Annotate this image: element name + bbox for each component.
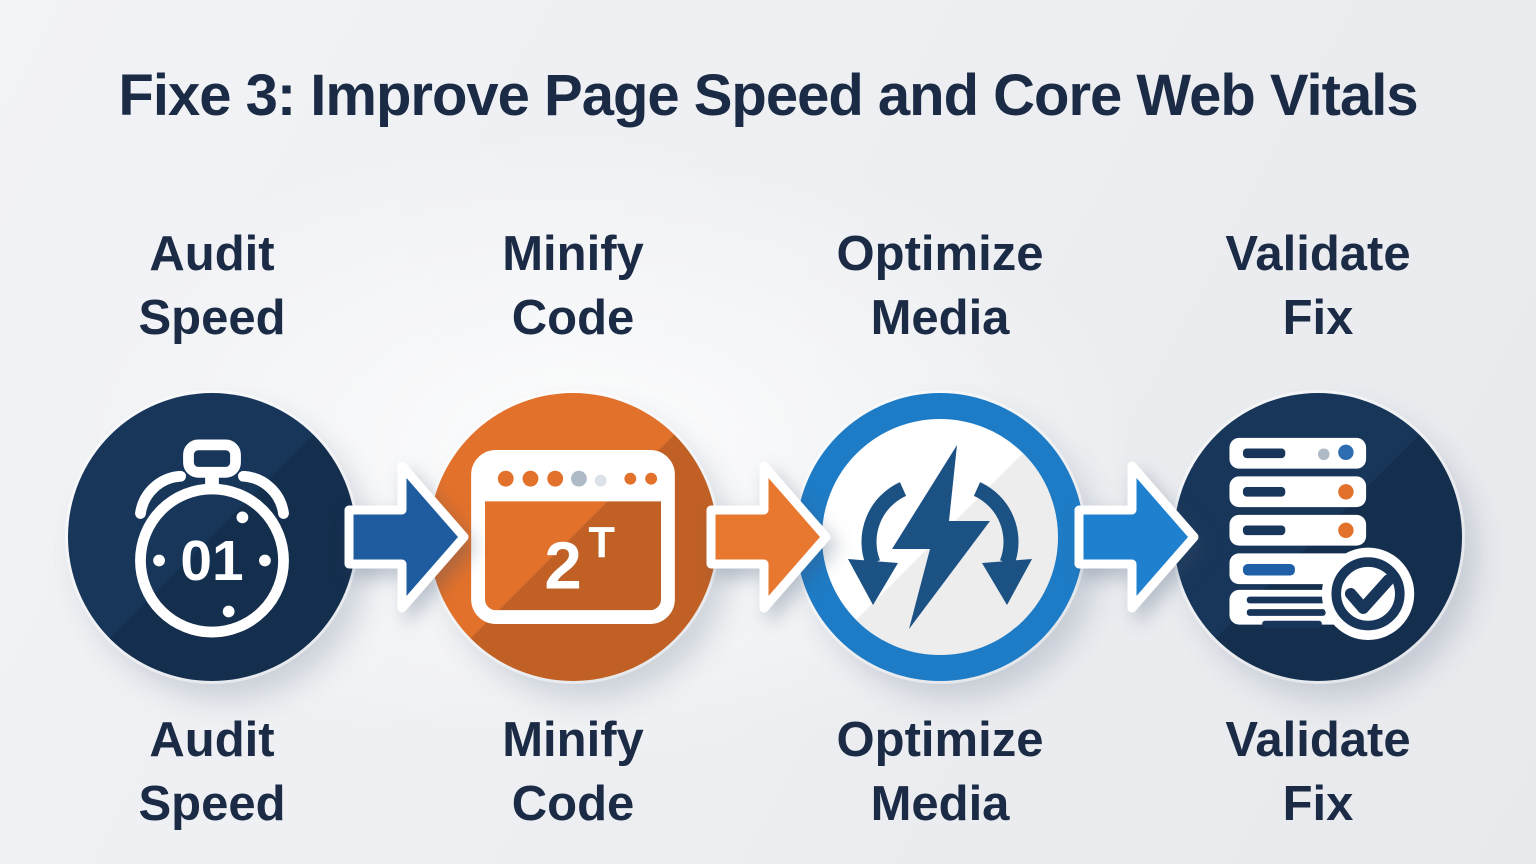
step-label-line: Optimize — [836, 713, 1044, 767]
step-optimize-media: Optimize Media Optimize Media — [760, 0, 1120, 864]
browser-code-icon: 2 T — [429, 393, 717, 681]
page-title: Fixe 3: Improve Page Speed and Core Web … — [118, 63, 1418, 128]
step-label-line: Code — [511, 777, 635, 831]
step-label-line: Fix — [1282, 291, 1354, 345]
step-label-line: Media — [870, 777, 1010, 831]
stopwatch-icon: 01 — [68, 393, 356, 681]
step-label-line: Code — [511, 291, 635, 345]
step-label-bottom: Minify Code — [393, 708, 753, 836]
step-validate-fix: Validate Fix — [1138, 0, 1498, 864]
step-label-top: Audit Speed — [32, 222, 392, 350]
step-label-line: Speed — [138, 291, 286, 345]
step-label-bottom: Validate Fix — [1138, 708, 1498, 836]
step-label-line: Optimize — [836, 227, 1044, 281]
step-circle — [796, 393, 1084, 681]
stopwatch-number: 01 — [180, 530, 243, 593]
step-label-line: Validate — [1225, 713, 1411, 767]
flow-arrow-1-icon — [344, 454, 469, 620]
step-label-top: Validate Fix — [1138, 222, 1498, 350]
step-label-top: Minify Code — [393, 222, 753, 350]
flow-arrow-3-icon — [1074, 454, 1199, 620]
step-label-line: Minify — [502, 713, 644, 767]
step-circle — [1174, 393, 1462, 681]
step-audit-speed: Audit Speed 01 Audit — [32, 0, 392, 864]
step-label-line: Media — [870, 291, 1010, 345]
step-label-bottom: Audit Speed — [32, 708, 392, 836]
step-label-line: Fix — [1282, 777, 1354, 831]
step-circle: 01 — [68, 393, 356, 681]
step-label-bottom: Optimize Media — [760, 708, 1120, 836]
step-label-line: Audit — [149, 227, 275, 281]
step-minify-code: Minify Code 2 T M — [393, 0, 753, 864]
lightning-refresh-icon — [822, 419, 1058, 655]
step-label-line: Speed — [138, 777, 286, 831]
code-superscript: T — [588, 519, 615, 567]
server-check-icon — [1174, 393, 1462, 681]
code-number: 2 — [544, 528, 581, 603]
step-label-line: Minify — [502, 227, 644, 281]
step-label-top: Optimize Media — [760, 222, 1120, 350]
flow-arrow-2-icon — [706, 454, 831, 620]
step-label-line: Audit — [149, 713, 275, 767]
step-label-line: Validate — [1225, 227, 1411, 281]
step-circle: 2 T — [429, 393, 717, 681]
